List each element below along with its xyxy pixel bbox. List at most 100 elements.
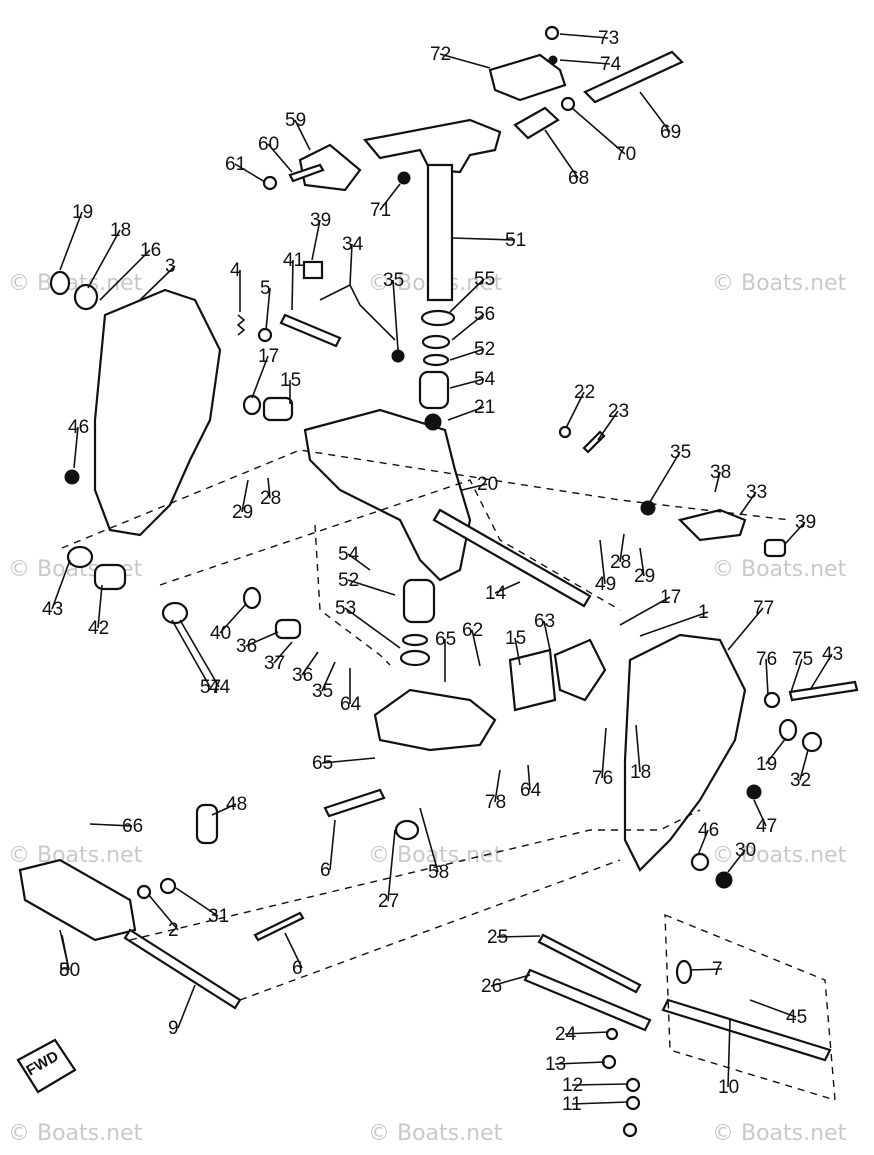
part-number-label: 6 <box>292 958 303 979</box>
watermark: © Boats.net <box>712 843 847 868</box>
part-number-label: 16 <box>140 240 161 261</box>
part-number-label: 76 <box>756 649 777 670</box>
fwd-badge: FWD <box>16 1038 77 1094</box>
part-number-label: 59 <box>285 110 306 131</box>
leader-line <box>51 559 71 610</box>
part-number-label: 26 <box>481 976 502 997</box>
part-number-label: 65 <box>312 753 333 774</box>
watermark: © Boats.net <box>712 557 847 582</box>
part-number-label: 58 <box>428 862 449 883</box>
part-number-label: 11 <box>562 1094 582 1115</box>
leader-line <box>99 249 151 301</box>
assembly-line <box>61 449 791 549</box>
leader-line <box>392 279 399 351</box>
part-number-label: 41 <box>283 250 304 271</box>
part-shape-2 <box>253 911 305 942</box>
part-shape-71 <box>397 171 411 185</box>
leader-line <box>294 119 311 151</box>
leader-line <box>245 631 279 647</box>
part-shape-21 <box>424 413 442 431</box>
leader-line <box>219 603 247 634</box>
part-number-label: 44 <box>209 677 231 698</box>
part-shape-66 <box>323 788 386 818</box>
leader-line <box>251 355 269 399</box>
leader-line <box>599 539 606 585</box>
part-drawings <box>18 25 859 1138</box>
leader-line <box>571 107 626 155</box>
leader-line <box>267 143 293 173</box>
part-number-label: 24 <box>555 1024 577 1045</box>
leader-line <box>449 348 485 361</box>
leader-line <box>564 1031 609 1035</box>
assembly-line <box>314 524 391 666</box>
part-shape-68 <box>513 106 560 140</box>
part-number-label: 55 <box>474 269 495 290</box>
part-number-label: 21 <box>474 397 495 418</box>
part-shape-43b <box>161 601 189 625</box>
part-shape-5 <box>257 327 273 343</box>
assembly-line <box>239 859 621 1001</box>
part-number-label: 47 <box>756 816 777 837</box>
leader-line <box>639 611 709 637</box>
part-shape-73 <box>544 25 560 41</box>
leader-line <box>451 313 485 341</box>
part-number-label: 46 <box>698 820 719 841</box>
part-number-label: 34 <box>342 234 364 255</box>
part-number-label: 52 <box>338 570 359 591</box>
leader-line <box>349 243 353 286</box>
leader-line <box>527 764 531 791</box>
part-shape-11 <box>622 1122 638 1138</box>
part-shape-40 <box>274 618 302 640</box>
leader-line <box>284 932 303 969</box>
part-number-label: 60 <box>258 134 279 155</box>
leader-line <box>739 491 757 516</box>
leader-line <box>639 91 671 133</box>
leader-line <box>241 479 249 513</box>
part-number-label: 32 <box>790 770 811 791</box>
part-shape-77 <box>763 691 781 709</box>
leader-line <box>267 477 271 499</box>
leader-line <box>543 620 551 651</box>
part-shape-30 <box>159 877 177 895</box>
part-number-label: 76 <box>592 768 613 789</box>
leader-line <box>727 849 746 873</box>
part-number-label: 48 <box>226 794 247 815</box>
part-number-label: 51 <box>505 230 526 251</box>
part-number-label: 57 <box>200 677 221 698</box>
leader-lines <box>51 33 833 1105</box>
part-number-label: 20 <box>477 474 498 495</box>
leader-line <box>347 553 371 571</box>
part-number-label: 66 <box>122 816 143 837</box>
leader-line <box>697 829 709 856</box>
leader-line <box>571 1083 629 1086</box>
part-shape-54b <box>402 578 436 624</box>
part-shape-25 <box>675 959 693 985</box>
part-number-label: 43 <box>822 644 843 665</box>
part-number-label: 30 <box>735 840 756 861</box>
leader-line <box>379 183 401 211</box>
part-shape-1 <box>623 633 747 872</box>
part-shape-44 <box>242 586 262 610</box>
leader-line <box>689 968 723 971</box>
leader-line <box>97 584 103 629</box>
leader-line <box>265 287 271 331</box>
part-number-label: 49 <box>595 574 616 595</box>
part-number-label: 23 <box>608 401 629 422</box>
leader-line <box>494 769 501 803</box>
part-shape-6 <box>18 858 137 942</box>
leader-line <box>597 410 619 441</box>
leader-line <box>301 651 319 676</box>
part-number-label: 64 <box>520 780 542 801</box>
part-number-label: 42 <box>88 618 109 639</box>
part-shape-24 <box>661 998 832 1062</box>
part-number-label: 18 <box>110 220 131 241</box>
part-shape-31 <box>136 884 152 900</box>
leader-line <box>565 391 585 429</box>
part-shape-70 <box>560 96 576 112</box>
part-shape-42 <box>93 563 127 591</box>
part-shape-32 <box>195 803 219 845</box>
leader-line <box>347 579 396 596</box>
part-shape-62 <box>553 638 607 702</box>
part-number-label: 37 <box>264 653 285 674</box>
part-shape-72 <box>488 53 567 102</box>
